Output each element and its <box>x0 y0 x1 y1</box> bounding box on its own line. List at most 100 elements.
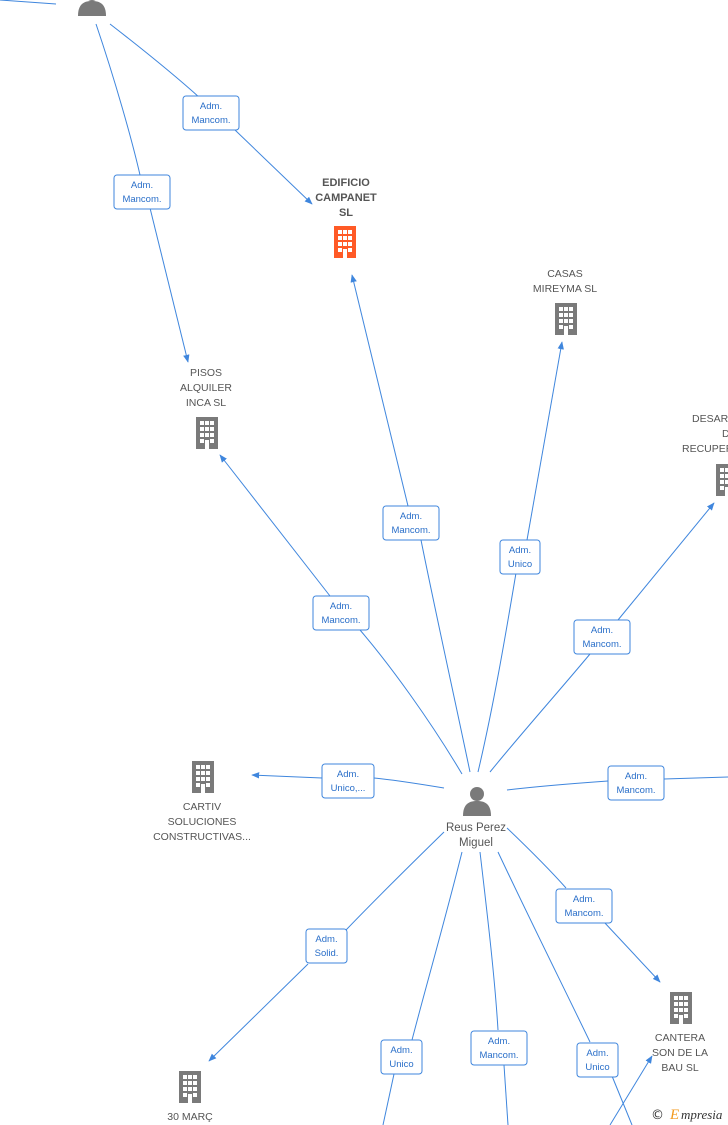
edge-line <box>251 772 323 779</box>
building-icon <box>192 761 214 793</box>
node-label-line: EDIFICIO <box>322 177 370 189</box>
edge-line <box>663 776 728 780</box>
edge-label-box[interactable]: Adm. Mancom. <box>555 888 613 924</box>
building-icon <box>670 992 692 1024</box>
edge-label-line1: Adm. <box>400 511 422 522</box>
edge-line <box>359 629 463 775</box>
edge-label-line2: Mancom. <box>479 1050 518 1061</box>
edge-line <box>234 129 313 205</box>
building-icon <box>716 464 728 496</box>
node-label-line: SOLUCIONES <box>168 816 237 828</box>
node-label-line: CARTIV <box>183 801 221 813</box>
edge-label-line2: Solid. <box>315 948 339 959</box>
edge-line <box>506 827 567 889</box>
node-label-line: CONSTRUCTIVAS... <box>153 831 251 843</box>
node-label-line: Miguel <box>459 837 493 849</box>
edge-line <box>479 851 499 1031</box>
edge-label-box[interactable]: Adm. Unico,... <box>321 763 375 799</box>
edge-line <box>497 851 591 1043</box>
edge-line <box>350 274 409 507</box>
node-label-line: Reus Perez <box>446 822 506 834</box>
node-label-line: 30 MARÇ <box>167 1111 213 1123</box>
node-label-line: CASAS <box>547 268 583 280</box>
edge-line <box>506 780 609 791</box>
edge-label-line1: Adm. <box>573 894 595 905</box>
edge-label-box[interactable]: Adm. Mancom. <box>573 619 631 655</box>
edge-line <box>603 921 661 983</box>
node-label-line: ALQUILER <box>180 382 232 394</box>
edge-label-line2: Mancom. <box>191 115 230 126</box>
node-label-line: D <box>722 428 728 440</box>
company-node-cantera-son-de-la-bau[interactable]: CANTERA SON DE LA BAU SL <box>652 992 708 1074</box>
edge-line <box>373 777 445 789</box>
person-icon <box>78 0 106 16</box>
company-node-desar[interactable]: DESAR D RECUPER <box>682 413 728 496</box>
edge-label-line2: Mancom. <box>582 639 621 650</box>
edge-line <box>219 454 331 597</box>
edge-label-line1: Adm. <box>488 1036 510 1047</box>
edge-line <box>411 851 463 1041</box>
edge-line <box>345 831 445 931</box>
brand-name: mpresia <box>681 1107 723 1122</box>
edge-label-line1: Adm. <box>330 601 352 612</box>
edge-label-box[interactable]: Adm. Mancom. <box>470 1030 528 1066</box>
edge-line <box>609 1055 653 1125</box>
company-node-cartiv[interactable]: CARTIV SOLUCIONES CONSTRUCTIVAS... <box>153 761 251 843</box>
edge-label-line1: Adm. <box>509 545 531 556</box>
brand-initial: E <box>669 1107 679 1123</box>
empresia-watermark: © E mpresia <box>651 1107 723 1123</box>
copyright-symbol: © <box>651 1108 664 1123</box>
company-node-pisos-alquiler-inca[interactable]: PISOS ALQUILER INCA SL <box>180 367 232 449</box>
building-icon <box>555 303 577 335</box>
edge-label-line1: Adm. <box>200 101 222 112</box>
edge-label-box[interactable]: Adm. Unico <box>576 1042 619 1078</box>
edge-line <box>382 1073 395 1125</box>
edge-label-line1: Adm. <box>625 771 647 782</box>
company-node-30-marc[interactable]: 30 MARÇ <box>167 1071 213 1123</box>
edge-label-line2: Unico,... <box>331 783 366 794</box>
person-node-top[interactable] <box>78 0 106 16</box>
edge-label-line2: Mancom. <box>122 194 161 205</box>
edge-line <box>109 23 201 99</box>
edge-label-box[interactable]: Adm. Unico <box>499 539 541 575</box>
edge-label-box[interactable]: Adm. Solid. <box>305 928 348 964</box>
edge-line <box>420 539 471 773</box>
company-node-edificio-campanet[interactable]: EDIFICIO CAMPANET SL <box>315 177 377 258</box>
edge-line <box>0 0 57 5</box>
company-node-casas-mireyma[interactable]: CASAS MIREYMA SL <box>533 268 597 335</box>
node-label-line: CANTERA <box>655 1032 705 1044</box>
node-label-line: RECUPER <box>682 443 728 455</box>
edge-line <box>503 1064 509 1125</box>
edge-line <box>149 207 190 363</box>
edge-label-box[interactable]: Adm. Unico <box>380 1039 423 1075</box>
edge-label-line1: Adm. <box>131 180 153 191</box>
edge-label-line2: Unico <box>508 559 532 570</box>
edge-line <box>611 1075 633 1125</box>
edge-line <box>489 653 591 773</box>
building-icon <box>179 1071 201 1103</box>
edge-line <box>477 572 517 773</box>
edge-label-line1: Adm. <box>586 1048 608 1059</box>
node-label-line: SON DE LA <box>652 1047 708 1059</box>
person-node-reus-perez-miguel[interactable]: Reus Perez Miguel <box>446 787 506 849</box>
edge-label-box[interactable]: Adm. Mancom. <box>312 595 370 631</box>
edge-label-line2: Mancom. <box>564 908 603 919</box>
edge-label-line2: Mancom. <box>391 525 430 536</box>
edge-label-box[interactable]: Adm. Mancom. <box>607 765 665 801</box>
edge-label-box[interactable]: Adm. Mancom. <box>382 505 440 541</box>
edge-label-box[interactable]: Adm. Mancom. <box>182 95 240 131</box>
edge-label-line1: Adm. <box>337 769 359 780</box>
node-label-line: MIREYMA SL <box>533 283 597 295</box>
building-icon <box>334 226 356 258</box>
edge-label-line2: Unico <box>389 1059 413 1070</box>
edge-label-box[interactable]: Adm. Mancom. <box>113 174 171 210</box>
edge-line <box>208 963 309 1062</box>
edge-line <box>95 23 141 176</box>
person-icon <box>463 787 491 816</box>
node-label-line: CAMPANET <box>315 192 377 204</box>
building-icon <box>196 417 218 449</box>
edge-label-line2: Mancom. <box>321 615 360 626</box>
node-label-line: PISOS <box>190 367 222 379</box>
edge-line <box>526 341 564 541</box>
